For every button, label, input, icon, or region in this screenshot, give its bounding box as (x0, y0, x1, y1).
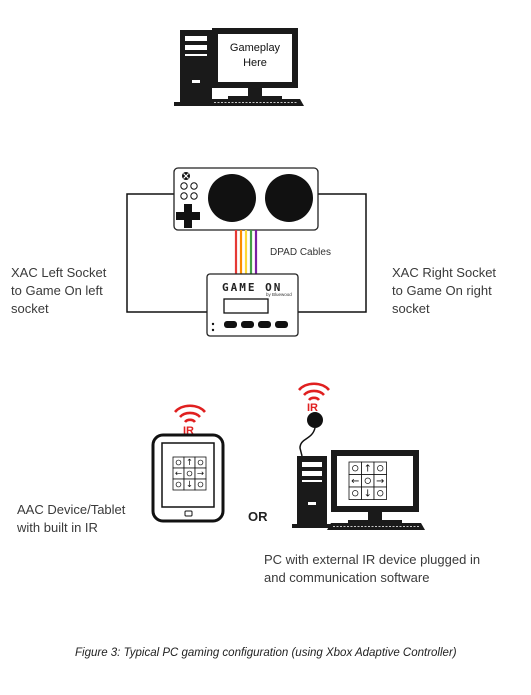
grid-cell (194, 478, 207, 491)
ir-signal-icon (298, 382, 330, 401)
xbox-adaptive-controller (173, 167, 319, 231)
label-line: socket (11, 301, 49, 316)
grid-dot-icon (197, 481, 204, 488)
arrow-left-icon: ← (175, 469, 182, 479)
ir-signal-icon (174, 404, 206, 423)
ir-device-cable (299, 427, 316, 457)
grid-dot-icon (352, 490, 359, 497)
arrow-grid: ↑ ← → ↓ (348, 461, 387, 500)
label-line: XAC Left Socket (11, 265, 107, 280)
grid-dot-icon (377, 490, 384, 497)
game-on-led (211, 328, 215, 332)
grid-cell (361, 474, 375, 488)
or-label: OR (248, 509, 268, 524)
game-on-button-2 (241, 321, 254, 328)
game-on-device: GAME ON by Bluewood (206, 273, 299, 337)
screen-line: Here (243, 57, 267, 69)
grid-dot-icon (197, 459, 204, 466)
arrow-right-icon: → (376, 476, 384, 487)
grid-dot-icon (175, 481, 182, 488)
label-line: to Game On left (11, 283, 103, 298)
grid-dot-icon (377, 465, 384, 472)
profile-button-icon (180, 192, 188, 200)
grid-dot-icon (364, 477, 371, 484)
socket-cables (126, 193, 367, 313)
ir-label: IR (183, 425, 194, 437)
ir-label: IR (307, 402, 318, 414)
pc-ir-label: PC with external IR device plugged in an… (264, 551, 480, 587)
arrow-right-icon: → (197, 469, 204, 479)
arrow-up-icon: ↑ (186, 458, 193, 468)
arrow-grid: ↑ ← → ↓ (172, 456, 207, 491)
label-line: AAC Device/Tablet (17, 502, 126, 517)
aac-tablet: IR ↑ ← → ↓ (151, 404, 225, 523)
arrow-down-icon: ↓ (186, 480, 193, 490)
xac-right-socket-label: XAC Right Socket to Game On right socket (392, 264, 496, 318)
xac-left-socket-label: XAC Left Socket to Game On left socket (11, 264, 106, 318)
grid-dot-icon (175, 459, 182, 466)
dpad-cable-bundle (234, 230, 258, 274)
game-on-button-3 (258, 321, 271, 328)
keyboard-icon (208, 99, 304, 106)
menu-button-icon (190, 182, 198, 190)
label-line: to Game On right (392, 283, 492, 298)
game-on-led (211, 322, 215, 326)
game-on-button-4 (275, 321, 288, 328)
arrow-down-icon: ↓ (364, 488, 372, 499)
monitor-screen-text: Gameplay Here (218, 41, 292, 71)
arrow-left-icon: ← (351, 476, 359, 487)
monitor-icon (212, 28, 298, 101)
grid-cell (348, 486, 362, 500)
game-on-button-1 (224, 321, 237, 328)
grid-cell (373, 486, 387, 500)
grid-cell (183, 467, 196, 480)
grid-cell (194, 456, 207, 469)
home-button-icon (184, 510, 193, 517)
dpad-cables-label: DPAD Cables (270, 247, 331, 258)
game-on-screen (223, 298, 269, 314)
screen-line: Gameplay (229, 42, 281, 54)
grid-dot-icon (352, 465, 359, 472)
pc-with-ir: IR ↑ ← → ↓ (292, 382, 425, 530)
pc-tower-icon (174, 30, 218, 106)
game-on-logo: GAME ON (222, 281, 282, 294)
arrow-up-icon: ↑ (364, 463, 372, 474)
grid-cell (348, 461, 362, 475)
grid-cell (172, 456, 185, 469)
figure-caption: Figure 3: Typical PC gaming configuratio… (75, 647, 457, 659)
grid-cell (373, 461, 387, 475)
label-line: and communication software (264, 570, 430, 585)
aac-device-label: AAC Device/Tablet with built in IR (17, 501, 125, 537)
share-button-icon (190, 192, 198, 200)
grid-dot-icon (186, 470, 193, 477)
view-button-icon (180, 182, 188, 190)
label-line: socket (392, 301, 430, 316)
xac-dpad-icon (176, 204, 200, 228)
pc-tower-icon (292, 456, 332, 528)
external-ir-device-icon (307, 412, 323, 428)
label-line: PC with external IR device plugged in (264, 552, 481, 567)
grid-cell (172, 478, 185, 491)
label-line: with built in IR (17, 520, 98, 535)
xbox-logo-icon (182, 172, 190, 180)
game-on-brand: by Bluewood (266, 292, 292, 297)
label-line: XAC Right Socket (392, 265, 497, 280)
keyboard-icon (327, 523, 425, 530)
top-pc (174, 28, 304, 106)
